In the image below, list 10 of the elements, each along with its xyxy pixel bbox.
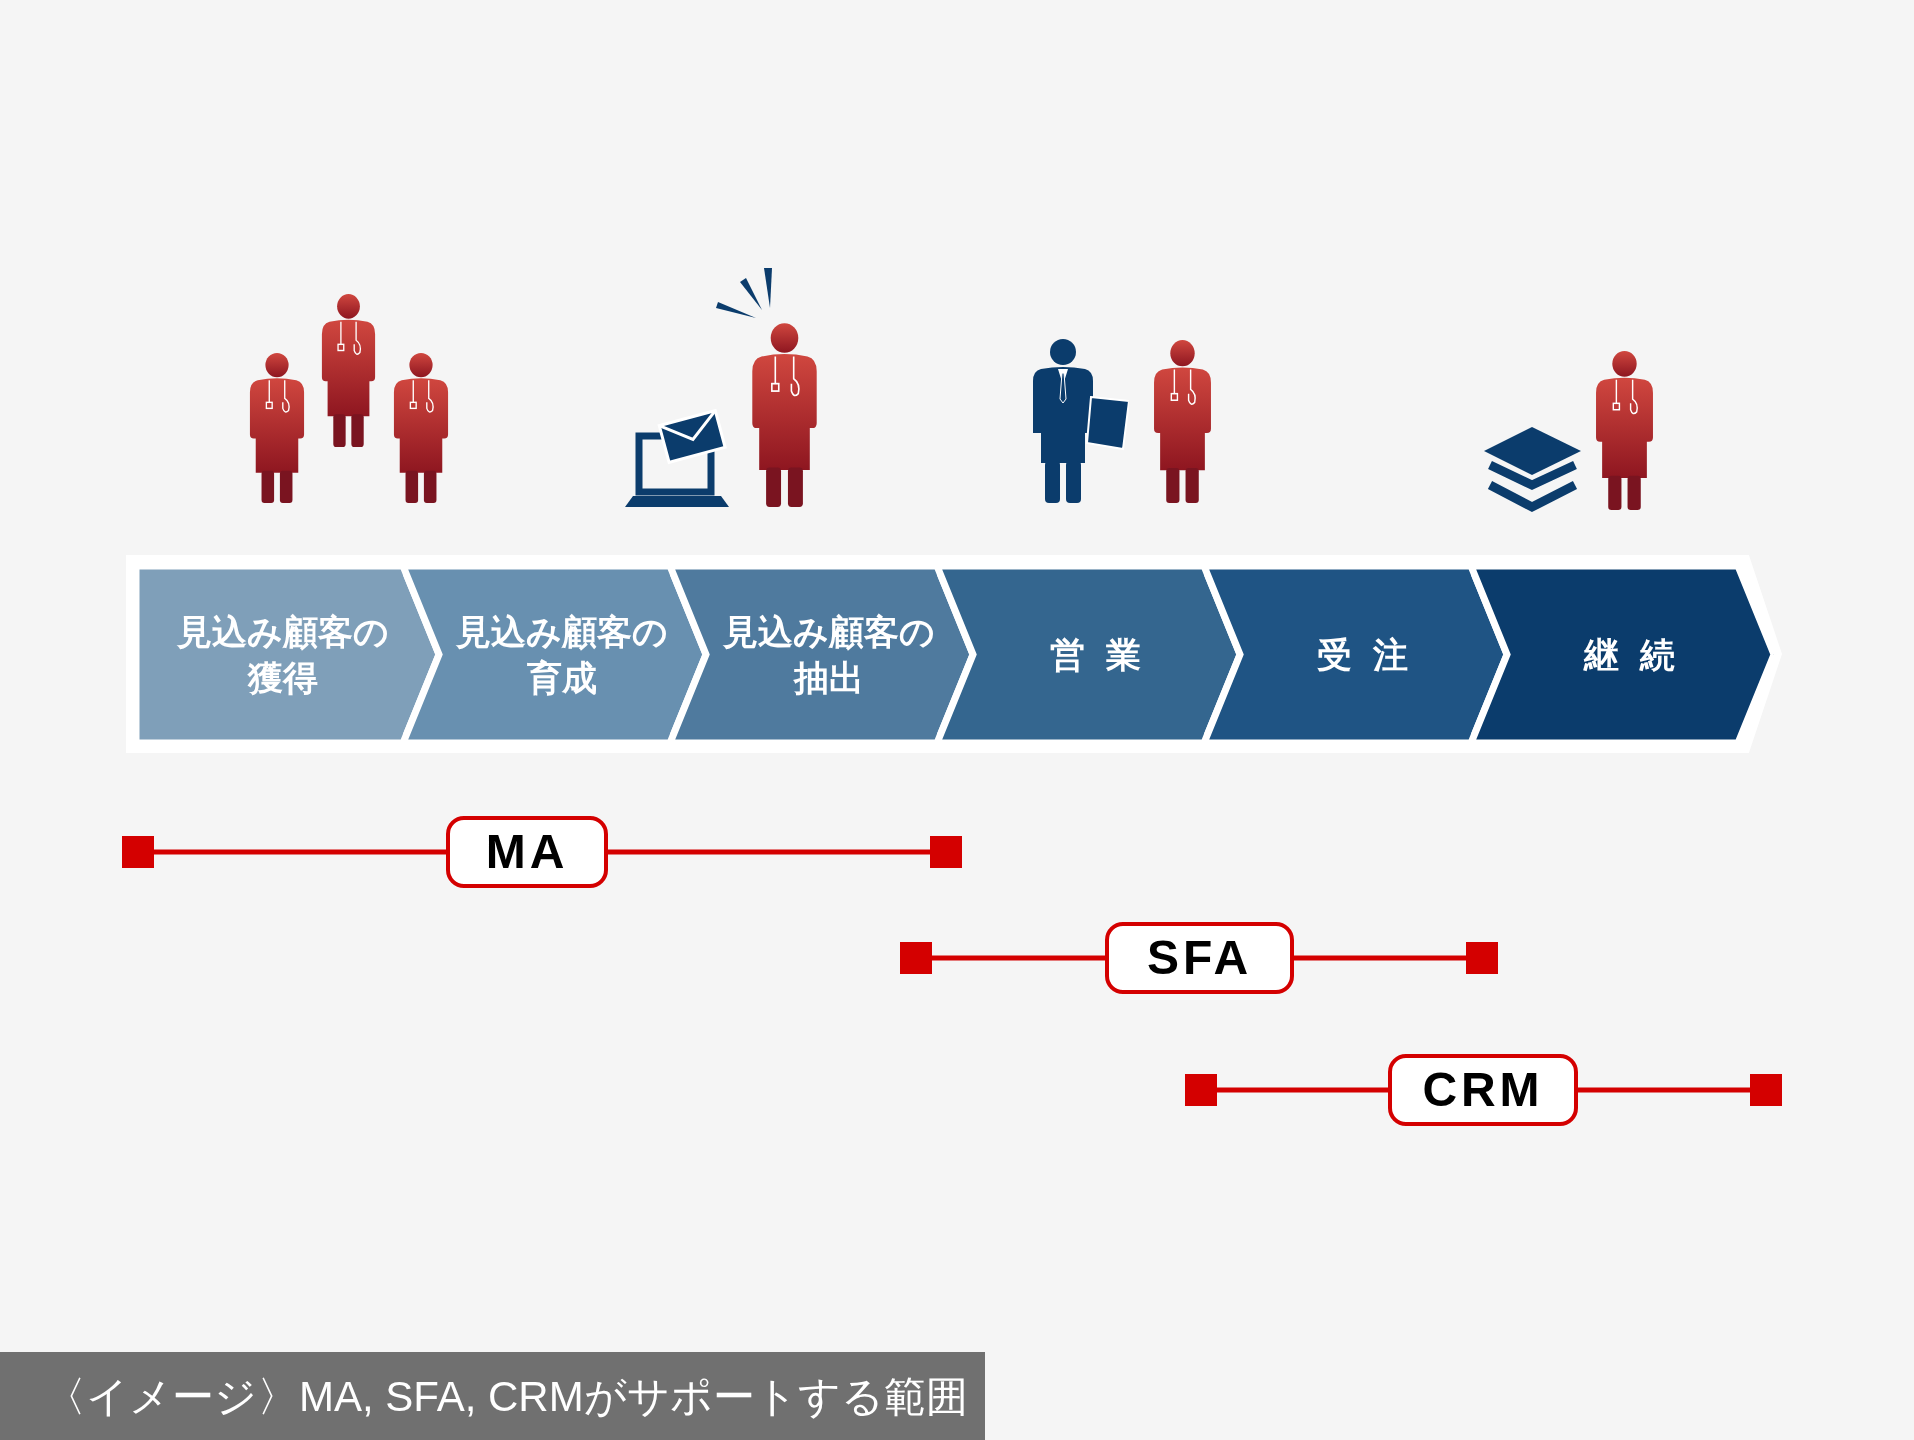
caption: 〈イメージ〉MA, SFA, CRMがサポートする範囲 <box>0 1352 985 1440</box>
step-label: 継続 <box>1582 633 1697 676</box>
step-label: 見込み顧客の獲得 <box>175 611 390 699</box>
step-label: 見込み顧客の育成 <box>454 611 669 699</box>
step-label: 見込み顧客の抽出 <box>721 611 936 699</box>
step-label: 営業 <box>1049 633 1163 676</box>
step-label: 受注 <box>1316 633 1430 676</box>
range-label: CRM <box>1388 1054 1578 1126</box>
range-label: MA <box>446 816 608 888</box>
range-label: SFA <box>1105 922 1294 994</box>
